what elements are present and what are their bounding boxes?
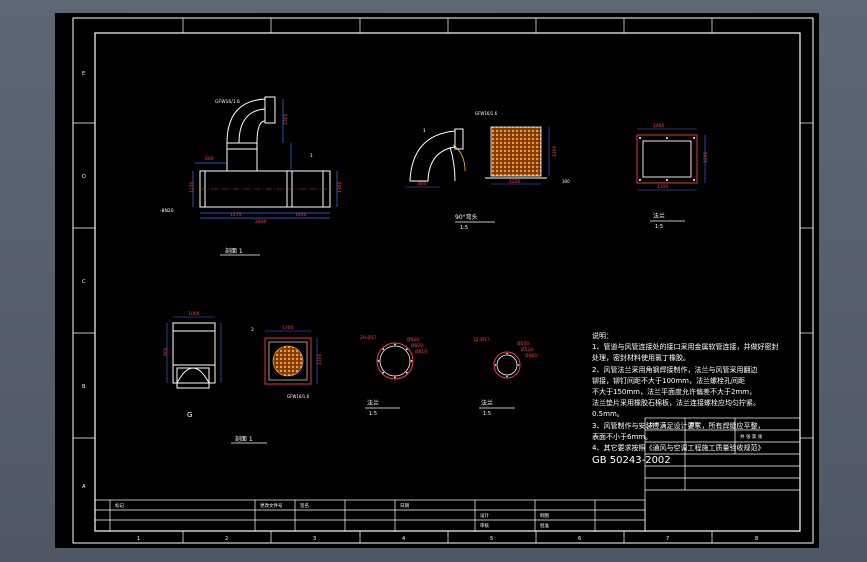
tb-mark: 标记 xyxy=(115,502,124,509)
small-d2: Ø520 xyxy=(521,346,533,353)
title-block-text: 标记 更改文件号 签名 日期 设计 审核 制图 批准 比例 数量 共 张 第 张 xyxy=(115,421,763,529)
drawing-sheet: 1 2 3 4 5 6 7 8 E D C B A xyxy=(55,13,819,548)
flange1-title: 法兰 xyxy=(653,212,665,220)
edge-num-4: 4 xyxy=(402,536,405,542)
notes-line-4: 铆接，铆钉间距不大于100mm，法兰螺栓孔间距 xyxy=(592,376,745,385)
edge-ticks xyxy=(73,18,813,543)
tb-design: 设计 xyxy=(480,512,489,519)
round-flange-small: 12-Ø17 Ø550 Ø520 Ø460 法兰 1:5 xyxy=(473,336,537,417)
elbow-item: 1 xyxy=(423,128,426,134)
edge-letter-e: E xyxy=(82,71,85,77)
dim-1300: 1300 xyxy=(283,113,289,125)
round-holes: 20-Ø17 xyxy=(360,334,377,341)
notes-standard: GB 50243-2002 xyxy=(592,455,671,467)
edge-letter-d: D xyxy=(82,174,86,180)
panel-note: 300 xyxy=(562,179,570,184)
view-label-bottom: 剖面 1 xyxy=(235,435,253,443)
tee-assembly-view: 1275 1400 2800 800 1250 1300 1350 -8N20 … xyxy=(160,96,343,256)
edge-num-1: 1 xyxy=(137,536,140,542)
edge-letter-a: A xyxy=(82,484,86,490)
round-flange-large: 20-Ø17 Ø920 Ø870 Ø810 法兰 1:5 xyxy=(360,334,427,417)
dim-2800: 2800 xyxy=(255,219,267,225)
round-d2: Ø870 xyxy=(411,342,423,349)
drawing-svg: 1 2 3 4 5 6 7 8 E D C B A xyxy=(72,17,814,544)
notes-line-10: 4、其它要求按照《通风与空调工程施工质量验收规范》 xyxy=(592,444,765,453)
notes-heading: 说明： xyxy=(592,332,613,340)
flange-dim-h: 1290 xyxy=(703,151,709,163)
dim-1400: 1400 xyxy=(295,212,307,218)
edge-num-5: 5 xyxy=(490,536,493,542)
notes-line-1: 1、管道与风管连接处的接口采用金属软管连接，并做好密封 xyxy=(592,343,779,352)
notes-line-5: 不大于150mm，法兰平面度允许偏差不大于2mm， xyxy=(592,388,757,397)
sq-flange-mat: GFW16/1.6 xyxy=(287,394,310,399)
outer-frame xyxy=(72,17,814,544)
tee-detail-view: 1000 800 G 剖面 1 2 xyxy=(163,311,267,444)
rect-flange-view: 1350 1480 1290 法兰 1:5 xyxy=(636,123,709,230)
elbow-title: 90°弯头 xyxy=(455,213,478,221)
edge-num-2: 2 xyxy=(225,536,228,542)
flange1-scale: 1:5 xyxy=(655,224,663,230)
edge-letter-b: B xyxy=(82,384,86,390)
detail-label: G xyxy=(187,411,192,419)
dim-800: 800 xyxy=(205,156,214,162)
notes-line-7: 0.5mm。 xyxy=(592,410,624,419)
edge-labels: 1 2 3 4 5 6 7 8 E D C B A xyxy=(82,71,758,542)
flange2-scale: 1:5 xyxy=(369,411,377,417)
tb-approve: 批准 xyxy=(540,522,549,529)
sq-flange-dim-h: 1300 xyxy=(317,353,323,365)
elbow-dim: 800 xyxy=(418,181,427,187)
elbow-view: 800 1 90°弯头 1:5 xyxy=(405,128,495,231)
notes-line-3: 2、风管法兰采用角钢焊接制作，法兰与风管采用翻边 xyxy=(592,365,758,374)
tb-rev: 更改文件号 xyxy=(260,502,283,509)
dim-1275: 1275 xyxy=(230,212,242,218)
mat-label-1: -8N20 xyxy=(160,208,174,214)
mat-label-2: GFW16/1.6 xyxy=(215,99,240,105)
item-label-2: 2 xyxy=(251,327,254,333)
tee-dim-h: 800 xyxy=(163,347,169,356)
flange-dim-top: 1480 xyxy=(653,123,665,129)
perforated-panel-view: 1200 1290 GFW16/1.6 300 xyxy=(475,111,570,185)
edge-num-6: 6 xyxy=(578,536,581,542)
item-label-1: 1 xyxy=(310,153,313,159)
dim-1350: 1350 xyxy=(337,181,343,193)
flange3-title: 法兰 xyxy=(481,399,493,407)
tb-sign: 签名 xyxy=(300,502,309,509)
edge-letter-c: C xyxy=(82,279,86,285)
tb-date: 日期 xyxy=(400,503,409,509)
tb-check: 审核 xyxy=(480,522,489,529)
flange2-title: 法兰 xyxy=(367,399,379,407)
notes-line-9: 表面不小于6mm。 xyxy=(592,432,653,441)
notes-line-8: 3、风管制作与安装应满足设计要求，所有焊缝应平整， xyxy=(592,421,765,430)
notes-block: 说明： 1、管道与风管连接处的接口采用金属软管连接，并做好密封 处理，密封材料使… xyxy=(592,331,802,467)
tee-dim-w: 1000 xyxy=(188,311,200,317)
edge-num-8: 8 xyxy=(755,536,758,542)
flange3-scale: 1:5 xyxy=(483,411,491,417)
tb-scale: 比例 xyxy=(650,421,659,428)
elbow-scale: 1:5 xyxy=(460,225,468,231)
tb-draw: 制图 xyxy=(540,512,549,519)
dim-1250: 1250 xyxy=(189,181,195,193)
notes-line-6: 法兰垫片采用橡胶石棉板，法兰连接螺栓应均匀拧紧。 xyxy=(592,399,760,408)
edge-num-7: 7 xyxy=(666,536,669,542)
panel-dim-h: 1290 xyxy=(552,145,558,157)
small-d3: Ø460 xyxy=(525,352,537,359)
sq-flange-dim-w: 1300 xyxy=(282,325,294,331)
panel-dim-w: 1200 xyxy=(509,179,521,185)
round-d3: Ø810 xyxy=(415,348,427,355)
small-holes: 12-Ø17 xyxy=(473,336,490,343)
tb-qty: 数量 xyxy=(690,421,699,428)
small-d1: Ø550 xyxy=(517,340,529,347)
square-flange-view: 1300 1300 GFW16/1.6 xyxy=(264,325,323,399)
edge-num-3: 3 xyxy=(313,536,316,542)
view-label-section: 剖面 1 xyxy=(225,247,243,255)
round-d1: Ø920 xyxy=(407,336,419,343)
flange-dim-w: 1350 xyxy=(657,184,669,190)
panel-material: GFW16/1.6 xyxy=(475,111,498,116)
tb-sheet: 共 张 第 张 xyxy=(740,433,763,440)
notes-line-2: 处理，密封材料使用氯丁橡胶。 xyxy=(592,354,690,363)
title-block xyxy=(94,417,801,532)
